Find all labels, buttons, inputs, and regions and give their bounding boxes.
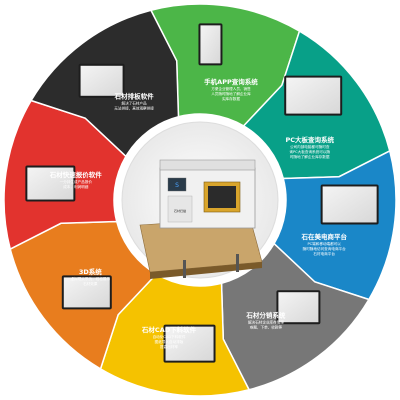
screen-mockup-typesetting: [78, 63, 125, 98]
segment-desc-line-typesetting: 无法拼接，高效观察拼接: [114, 105, 154, 110]
segment-desc-line-mobile-app: 实库存数据: [222, 96, 240, 101]
segment-title-layout: 石材分销系统: [245, 311, 286, 320]
segment-desc-line-typesetting: 解决了石材产品: [121, 100, 147, 105]
screen-mockup-layout: [276, 290, 321, 325]
segment-desc-line-mobile-app: 人员随时随地了解企业库: [211, 91, 251, 96]
scanning-machine-illustration: S 石材扫描: [139, 159, 263, 279]
segment-desc-line-layout: 难题，下单、收款等: [250, 325, 283, 330]
screen-mockup-cad: [163, 324, 216, 363]
segment-title-pc-screen: PC大板查询系统: [285, 135, 334, 144]
screen-mockup-pc-screen: [284, 75, 343, 116]
segment-desc-line-3d: 石材效果: [83, 281, 98, 286]
screen-mockup-3d: [61, 275, 112, 310]
segment-desc-line-3d: 虚拟现实系统，轻松展示: [71, 276, 111, 281]
segment-desc-line-layout: 解决石材企业库存管理: [248, 320, 284, 325]
segment-desc-line-cad: 提高出材率: [160, 344, 178, 349]
screen-mockup-mobile-app: [198, 23, 223, 66]
segment-title-mobile-app: 手机APP查询系统: [204, 77, 258, 86]
segment-desc-line-quote: 成本，利润明细: [63, 184, 89, 189]
segment-desc-line-cad: 图纸导入自动排版: [155, 339, 184, 344]
segment-title-ecommerce: 石在美电商平台: [300, 232, 347, 241]
segment-title-3d: 3D系统: [79, 267, 102, 276]
screen-mockup-quote: [25, 165, 76, 202]
segment-desc-line-pc-screen: 询PC大板查询系统可以随: [289, 149, 330, 154]
segment-desc-line-mobile-app: 方便企业管理人员、销售: [211, 86, 251, 91]
segment-desc-line-cad: 自动化CAD下料软件: [153, 334, 186, 339]
screen-mockup-ecommerce: [320, 184, 379, 225]
segment-title-quote: 石材快速报价软件: [49, 170, 103, 179]
segment-desc-line-ecommerce: 随时随地访问查询电商平台: [303, 246, 347, 251]
segment-desc-line-quote: 一分钟生成产品报价: [60, 179, 93, 184]
machine-screen-logo: S: [175, 182, 179, 189]
segment-desc-line-pc-screen: 公司内部电脑都可随时查: [290, 144, 330, 149]
segment-desc-line-pc-screen: 时随地了解企业库存数据: [290, 154, 330, 159]
segment-title-cad: 石材CAD下料软件: [141, 325, 197, 334]
segment-desc-line-ecommerce: 石材电商平台: [313, 251, 335, 256]
segment-desc-line-ecommerce: PC端和移动端都可以: [307, 241, 341, 246]
segment-title-typesetting: 石材排板软件: [114, 91, 155, 100]
machine-label: 石材扫描: [174, 208, 186, 213]
